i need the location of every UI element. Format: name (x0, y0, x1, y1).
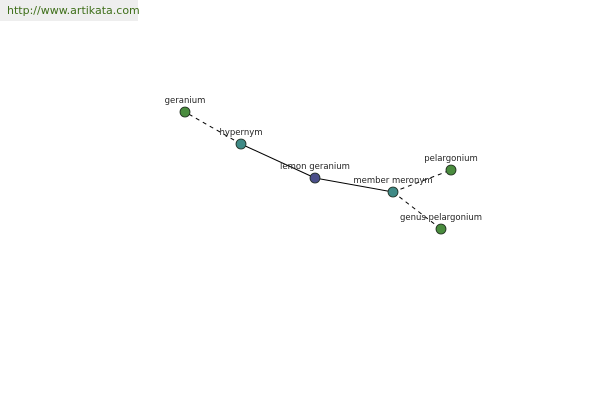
label-genus-pelargonium: genus pelargonium (400, 213, 482, 223)
label-lemon-geranium: lemon geranium (280, 162, 350, 172)
node-lemon-geranium[interactable] (309, 172, 321, 184)
edge-center-to-member-meronym (314, 177, 394, 193)
label-pelargonium: pelargonium (424, 154, 478, 164)
node-member-meronym[interactable] (387, 186, 399, 198)
edge-member-meronym-to-pelargonium (392, 169, 452, 193)
edge-member-meronym-to-genus-pelargonium (392, 191, 442, 230)
edge-center-to-hypernym (240, 143, 316, 179)
graph-labels: hypernym geranium member meronym pelargoniu… (165, 96, 482, 223)
graph-edges (184, 111, 452, 230)
label-hypernym: hypernym (219, 128, 262, 138)
node-pelargonium[interactable] (445, 164, 457, 176)
label-member-meronym: member meronym (353, 176, 432, 186)
site-url-link[interactable]: http://www.artikata.com (0, 0, 140, 21)
edge-hypernym-to-geranium (184, 111, 242, 145)
label-geranium: geranium (165, 96, 206, 106)
graph-nodes (179, 106, 457, 235)
node-geranium[interactable] (179, 106, 191, 118)
node-genus-pelargonium[interactable] (435, 223, 447, 235)
node-hypernym[interactable] (235, 138, 247, 150)
